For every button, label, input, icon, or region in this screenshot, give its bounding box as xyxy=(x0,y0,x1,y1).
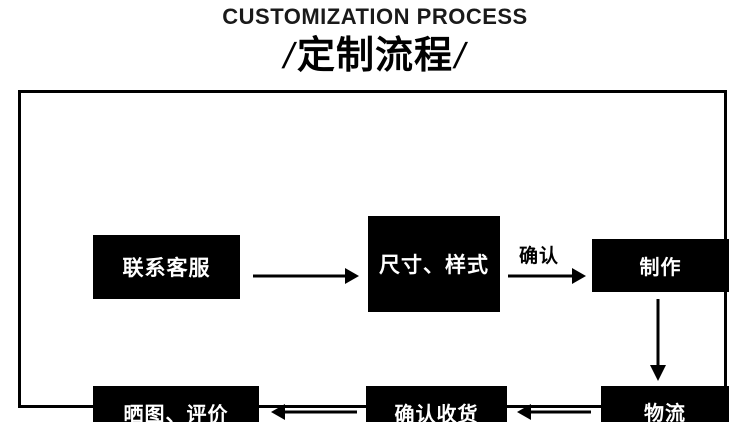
page-title-english: CUSTOMIZATION PROCESS xyxy=(222,4,528,29)
arrow-confirm-receipt-to-review xyxy=(271,404,357,420)
arrow-size-style-to-production xyxy=(508,268,586,284)
arrow-label-confirm: 确认 xyxy=(519,246,560,267)
title-chinese-text: 定制流程 xyxy=(296,35,453,77)
page-title-chinese: /定制流程/ xyxy=(0,33,750,79)
arrow-logistics-to-confirm-receipt xyxy=(517,404,591,420)
flow-step-production[interactable]: 制作 xyxy=(592,239,729,292)
arrow-contact-to-size-style xyxy=(253,268,359,284)
flow-step-contact[interactable]: 联系客服 xyxy=(93,235,240,299)
flow-step-review[interactable]: 晒图、评价 xyxy=(93,386,259,422)
flow-step-logistics[interactable]: 物流 xyxy=(601,386,729,422)
flow-step-confirm-receipt[interactable]: 确认收货 xyxy=(366,386,507,422)
flowchart-frame: 联系客服 尺寸、样式 确认 制作 物流 确认收货 晒图、评价 xyxy=(18,90,729,422)
arrow-production-to-logistics xyxy=(650,299,666,381)
flow-step-size-style[interactable]: 尺寸、样式 xyxy=(368,216,500,312)
